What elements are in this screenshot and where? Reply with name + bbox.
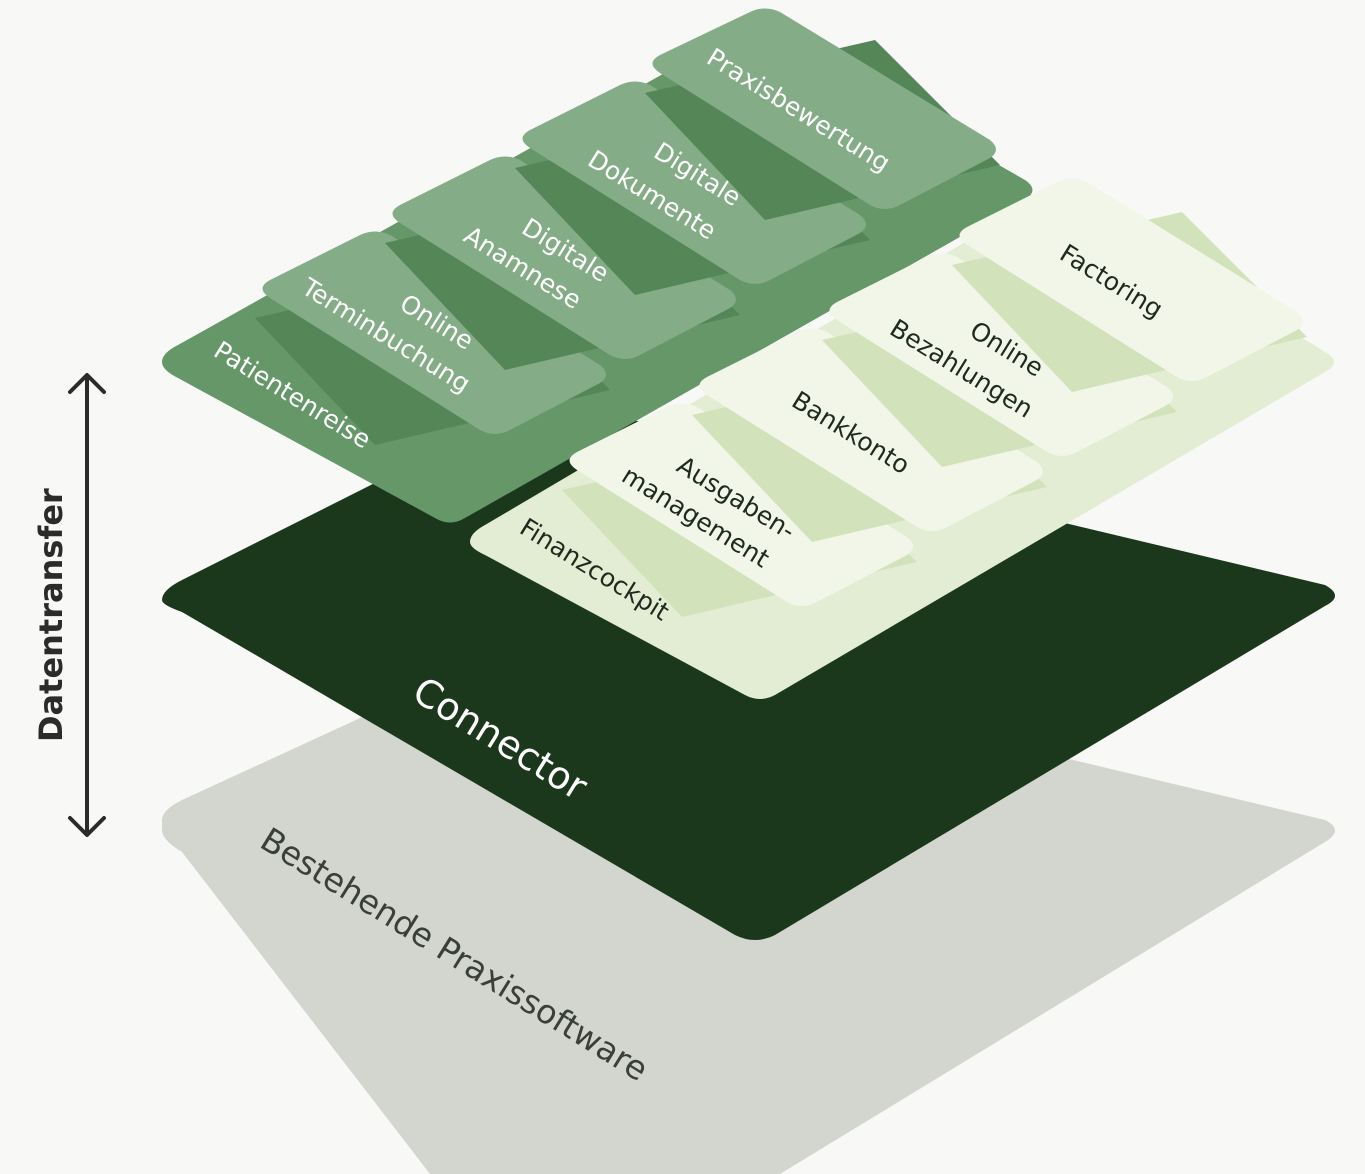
arrow-up-icon — [68, 373, 106, 394]
data-transfer-arrow — [68, 373, 106, 837]
patient-journey-group: Online Terminbuchung Digitale Anamnese D… — [162, 8, 1033, 523]
module-card-factoring[interactable]: Factoring — [952, 178, 1307, 393]
data-transfer-label: Datentransfer — [32, 488, 70, 742]
arrow-down-icon — [68, 816, 106, 837]
module-card-praxisbewertung[interactable]: Praxisbewertung — [645, 8, 1000, 221]
